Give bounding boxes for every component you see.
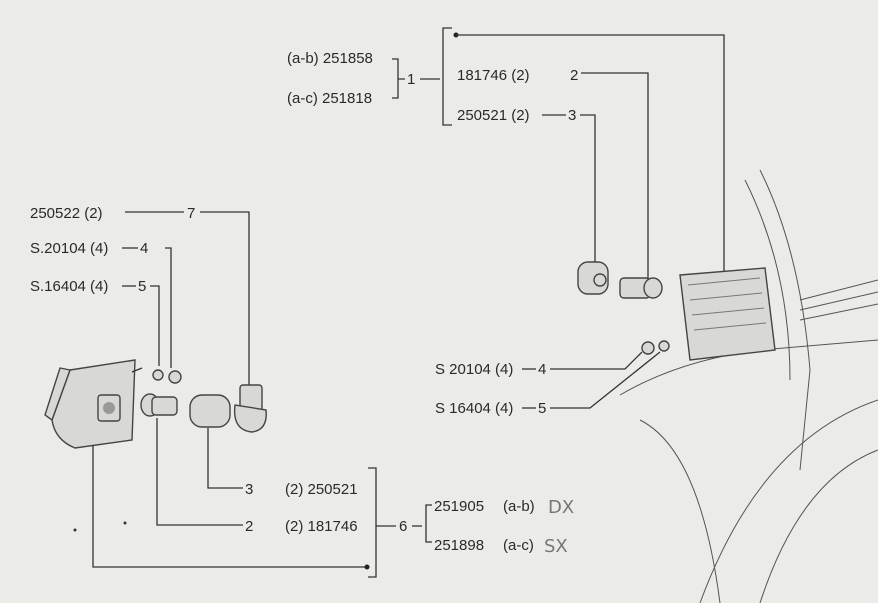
- socket-left: [189, 394, 231, 428]
- leader-dot: [364, 564, 370, 570]
- ref-5-right: 5: [538, 400, 546, 417]
- part-label-s16404-left: S.16404 (4): [30, 278, 108, 295]
- bulb-right: [619, 277, 663, 299]
- side-lamp-right: [679, 267, 776, 361]
- socket-right: [577, 261, 609, 295]
- ref-2: 2: [570, 67, 578, 84]
- part-label-250521-bottom: (2) 250521: [285, 481, 358, 498]
- connector-left: [233, 384, 267, 433]
- mark-dx: DX: [548, 497, 574, 518]
- variant-ac: (a-c): [503, 537, 534, 554]
- ref-4-right: 4: [538, 361, 546, 378]
- part-label-s20104-left: S.20104 (4): [30, 240, 108, 257]
- part-label-250522: 250522 (2): [30, 205, 103, 222]
- ref-4-left: 4: [140, 240, 148, 257]
- nut-left: [168, 370, 182, 384]
- part-label-s20104-right: S 20104 (4): [435, 361, 513, 378]
- part-label-181746: 181746 (2): [457, 67, 530, 84]
- stray-dot: [123, 521, 127, 525]
- part-label-251898: 251898: [434, 537, 484, 554]
- ref-3-bottom: 3: [245, 481, 253, 498]
- ref-6: 6: [399, 518, 407, 535]
- bulb-left: [140, 393, 178, 417]
- washer-right: [658, 340, 670, 352]
- ref-5-left: 5: [138, 278, 146, 295]
- part-label-251858: (a-b) 251858: [287, 50, 373, 67]
- side-lamp-left: [44, 359, 143, 449]
- car-body-outline: [619, 169, 878, 603]
- mark-sx: SX: [544, 536, 568, 557]
- part-label-251905: 251905: [434, 498, 484, 515]
- ref-1: 1: [407, 71, 415, 88]
- ref-2-bottom: 2: [245, 518, 253, 535]
- part-label-181746-bottom: (2) 181746: [285, 518, 358, 535]
- variant-ab: (a-b): [503, 498, 535, 515]
- ref-3: 3: [568, 107, 576, 124]
- stray-dot: [73, 528, 77, 532]
- nut-right: [641, 341, 655, 355]
- washer-left: [152, 369, 164, 381]
- part-label-s16404-right: S 16404 (4): [435, 400, 513, 417]
- part-label-251818: (a-c) 251818: [287, 90, 372, 107]
- ref-7: 7: [187, 205, 195, 222]
- part-label-250521: 250521 (2): [457, 107, 530, 124]
